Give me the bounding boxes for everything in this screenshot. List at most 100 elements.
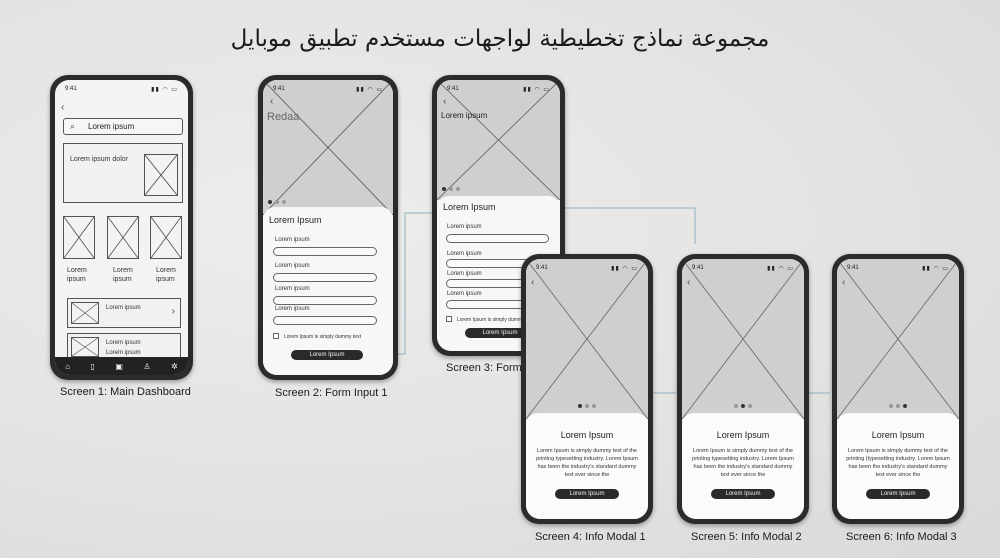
list-item[interactable]: Lorem ipsum Lorem ipsum [67,333,181,359]
carousel-dot[interactable] [734,404,738,408]
text-field-1[interactable] [273,247,377,256]
hero-image [682,259,804,419]
carousel-dots [442,187,460,191]
modal-heading: Lorem Ipsum [716,430,770,440]
phone-screen-1: 9:41 ▮▮ ◠ ▭ ‹ ⌕ Lorem ipsum Lorem ipsum … [50,75,193,380]
phone-screen-2: 9:41 ▮▮ ◠ ▭ ‹ Redaa Lorem Ipsum Lorem ip… [258,75,398,380]
carousel-dot[interactable] [578,404,582,408]
grid-item-3[interactable]: Lorem ipsum [150,216,184,286]
carousel-dot[interactable] [592,404,596,408]
status-icons: ▮▮ ◠ ▭ [523,86,550,93]
submit-button[interactable]: Lorem Ipsum [465,328,535,338]
carousel-dot[interactable] [896,404,900,408]
field-label: Lorem ipsum [447,224,482,230]
checkbox-label: Lorem Ipsum is simply dummy text [284,334,361,340]
status-icons: ▮▮ ◠ ▭ [767,265,794,272]
carousel-dots [578,404,596,408]
feature-card[interactable]: Lorem ipsum dolor [63,143,183,203]
search-text: Lorem ipsum [88,122,135,131]
modal-button[interactable]: Lorem Ipsum [711,489,775,499]
carousel-dot[interactable] [889,404,893,408]
grid-item-1[interactable]: Lorem ipsum [63,216,97,286]
carousel-dots [734,404,752,408]
field-label: Lorem ipsum [447,271,482,277]
user-icon[interactable]: ♙ [143,361,151,371]
agree-checkbox[interactable] [273,333,279,339]
hero-image [526,259,648,419]
status-bar: 9:41 ▮▮ ◠ ▭ [273,84,383,94]
modal-button[interactable]: Lorem Ipsum [555,489,619,499]
hero-image [263,80,393,215]
text-field-1[interactable] [446,234,549,243]
back-icon[interactable]: ‹ [270,96,274,107]
status-bar: 9:41▮▮ ◠ ▭ [847,263,949,273]
list-image [71,337,99,357]
field-label: Lorem ipsum [275,237,310,243]
status-time: 9:41 [536,265,548,271]
back-icon[interactable]: ‹ [61,102,65,113]
modal-heading: Lorem Ipsum [871,430,925,440]
caption-screen-1: Screen 1: Main Dashboard [60,386,191,398]
list-label: Lorem ipsum [106,305,141,311]
grid-label: Lorem ipsum [156,267,176,283]
status-icons: ▮▮ ◠ ▭ [922,265,949,272]
status-bar: 9:41 ▮▮ ◠ ▭ [536,263,638,273]
text-field-3[interactable] [273,296,377,305]
back-icon[interactable]: ‹ [687,277,691,288]
status-bar: 9:41 ▮▮ ◠ ▭ [65,84,178,94]
agree-checkbox[interactable] [446,316,452,322]
hero-image [437,80,560,200]
caption-screen-3: Screen 3: Form I [446,362,528,374]
carousel-dots [268,200,286,204]
back-icon[interactable]: ‹ [443,96,447,107]
grid-image [63,216,95,259]
grid-label: Lorem ipsum [67,267,87,283]
status-icons: ▮▮ ◠ ▭ [611,265,638,272]
document-icon[interactable]: ▯ [90,361,95,371]
field-label: Lorem ipsum [275,306,310,312]
text-field-4[interactable] [273,316,377,325]
caption-screen-2: Screen 2: Form Input 1 [275,387,388,399]
submit-button[interactable]: Lorem Ipsum [291,350,363,360]
list-image [71,302,99,324]
carousel-dot[interactable] [748,404,752,408]
carousel-dots [889,404,907,408]
carousel-dot[interactable] [903,404,907,408]
modal-body: Lorem Ipsum is simply dummy text of the … [536,448,638,478]
carousel-dot[interactable] [741,404,745,408]
settings-icon[interactable]: ✲ [171,361,178,371]
grid-label: Lorem ipsum [113,267,133,283]
field-label: Lorem ipsum [275,263,310,269]
card-image [144,154,178,196]
back-icon[interactable]: ‹ [531,277,535,288]
modal-body: Lorem Ipsum is simply dummy text of the … [692,448,794,478]
archive-icon[interactable]: ▣ [115,361,123,371]
back-icon[interactable]: ‹ [842,277,846,288]
carousel-dot[interactable] [585,404,589,408]
bottom-nav: ⌂ ▯ ▣ ♙ ✲ [55,357,188,375]
search-icon: ⌕ [70,121,76,131]
status-bar: 9:41▮▮ ◠ ▭ [692,263,794,273]
home-icon[interactable]: ⌂ [65,361,71,371]
field-label: Lorem ipsum [275,286,310,292]
grid-item-2[interactable]: Lorem ipsum [107,216,141,286]
text-field-2[interactable] [273,273,377,282]
grid-image [107,216,139,259]
card-text: Lorem ipsum dolor [70,156,128,163]
modal-body: Lorem Ipsum is simply dummy text of the … [846,448,950,478]
modal-heading: Lorem Ipsum [560,430,614,440]
form-heading: Lorem Ipsum [269,215,322,225]
list-item[interactable]: Lorem ipsum › [67,298,181,328]
modal-button[interactable]: Lorem Ipsum [866,489,930,499]
hero-label: Redaa [267,111,300,123]
search-input[interactable]: ⌕ Lorem ipsum [63,118,183,135]
caption-screen-4: Screen 4: Info Modal 1 [535,531,646,543]
list-label: Lorem ipsum [106,340,141,346]
form-heading: Lorem Ipsum [443,202,496,212]
